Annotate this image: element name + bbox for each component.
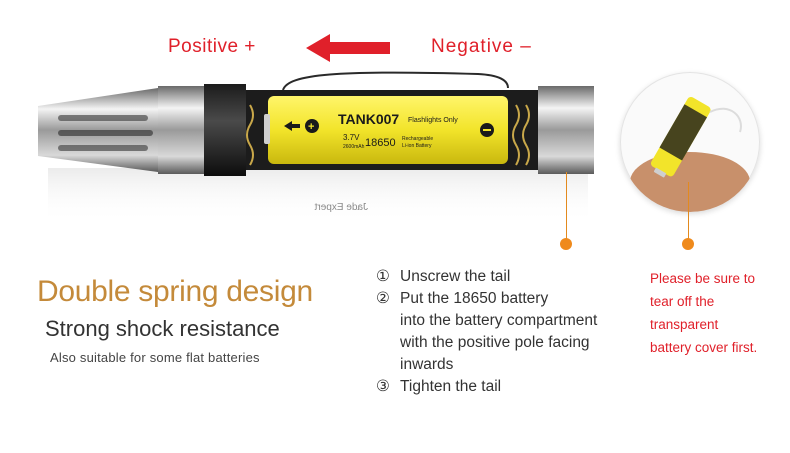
battery-voltage: 3.7V [343,133,360,142]
reflection-text: Jade Expert [314,202,368,213]
step-number: ③ [376,378,390,395]
battery-plus-icon [305,119,319,133]
step-item: ③ Tighten the tail [376,376,646,398]
step-line: with the positive pole facing [400,334,590,351]
warning-line: transparent [650,317,719,332]
battery-cover-warning: Please be sure to tear off the transpare… [650,267,790,359]
step-line: into the battery compartment [400,312,598,329]
step-item: ② Put the 18650 battery into the battery… [376,288,646,376]
battery-model: 18650 [365,137,396,149]
step-text: Tighten the tail [400,376,646,398]
battery-type-line2: Li-ion Battery [402,143,432,149]
tail-leader-line [566,172,567,244]
battery-capacity: 2600mAh [343,144,365,150]
step-line: Unscrew the tail [400,268,511,285]
negative-direction-label: Negative – [431,36,532,57]
battery-brand-note: Flashlights Only [408,117,458,124]
feature-subtitle: Strong shock resistance [45,316,280,341]
step-line: Put the 18650 battery [400,290,549,307]
battery-brand: TANK007 [338,111,399,127]
install-steps: ① Unscrew the tail ② Put the 18650 batte… [376,266,646,398]
battery-cover-inset [620,72,760,212]
svg-text:+: + [308,121,314,133]
tail-leader-dot [560,238,572,250]
step-text: Put the 18650 battery into the battery c… [400,288,646,376]
left-arrow-icon [306,34,390,62]
step-item: ① Unscrew the tail [376,266,646,288]
step-number: ② [376,290,390,307]
inset-leader-line [688,182,689,244]
battery-arrow-icon [284,121,300,131]
warning-line: tear off the [650,294,715,309]
feature-note: Also suitable for some flat batteries [50,350,260,365]
step-line: inwards [400,356,454,373]
flashlight-illustration: TANK007 Flashlights Only 3.7V 2600mAh 18… [38,71,594,223]
pocket-clip [282,71,509,91]
step-text: Unscrew the tail [400,266,646,288]
warning-line: Please be sure to [650,271,756,286]
battery-type-line1: Rechargeable [402,136,433,142]
inset-leader-dot [682,238,694,250]
inset-battery [650,96,711,178]
hand-shape [630,152,750,212]
warning-line: battery cover first. [650,340,758,355]
positive-direction-label: Positive + [168,36,256,57]
step-number: ① [376,268,390,285]
feature-title: Double spring design [37,275,313,308]
step-line: Tighten the tail [400,378,502,395]
